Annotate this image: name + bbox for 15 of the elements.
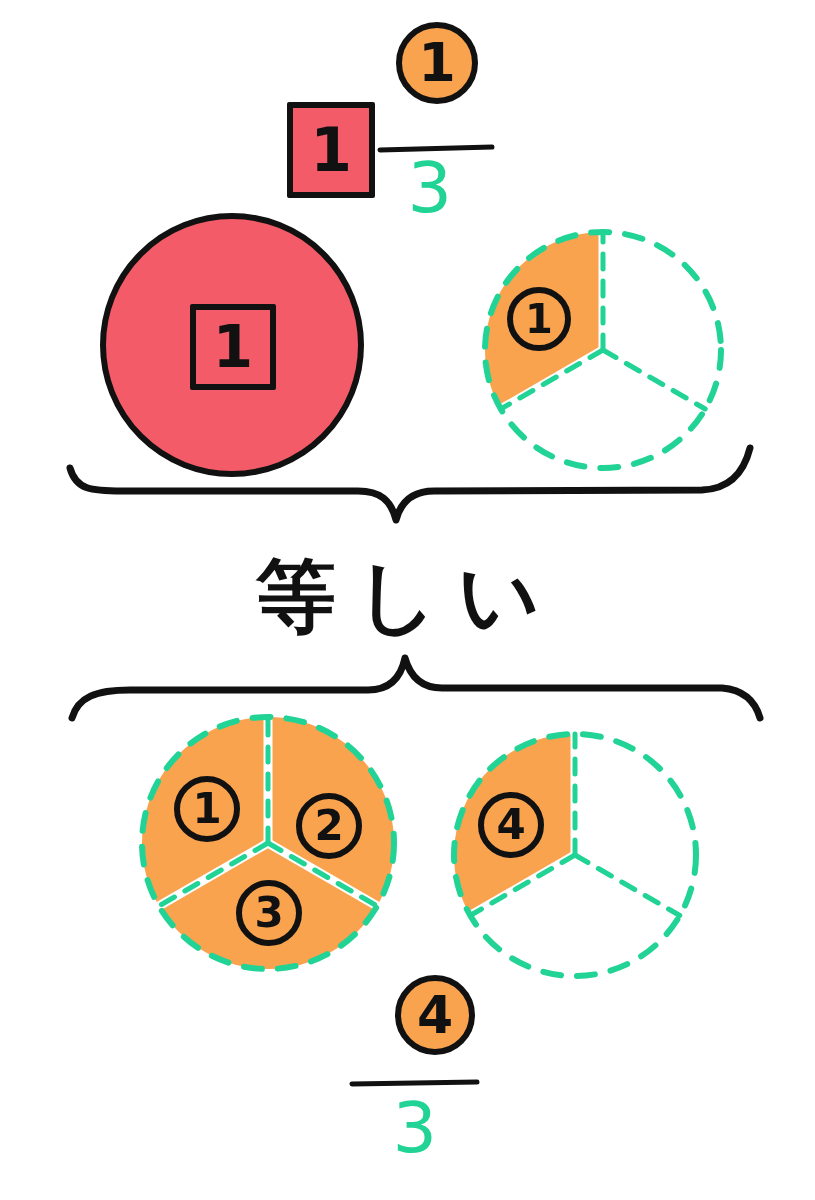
divided-circle xyxy=(138,713,398,973)
number-square: 1 xyxy=(190,304,276,390)
numbered-circle: 3 xyxy=(236,880,302,946)
numbered-circle: 1 xyxy=(396,22,478,104)
denominator: 3 xyxy=(392,1093,438,1163)
numbered-circle: 1 xyxy=(174,776,240,842)
caption-text: 等しい xyxy=(255,557,560,637)
numbered-circle: 4 xyxy=(478,792,544,858)
denominator: 3 xyxy=(407,153,453,223)
numbered-circle: 4 xyxy=(395,975,475,1055)
divided-circle xyxy=(481,228,725,472)
numbered-circle: 1 xyxy=(507,287,571,351)
number-square: 1 xyxy=(287,102,375,198)
numbered-circle: 2 xyxy=(296,793,362,859)
divided-circle xyxy=(450,730,700,980)
